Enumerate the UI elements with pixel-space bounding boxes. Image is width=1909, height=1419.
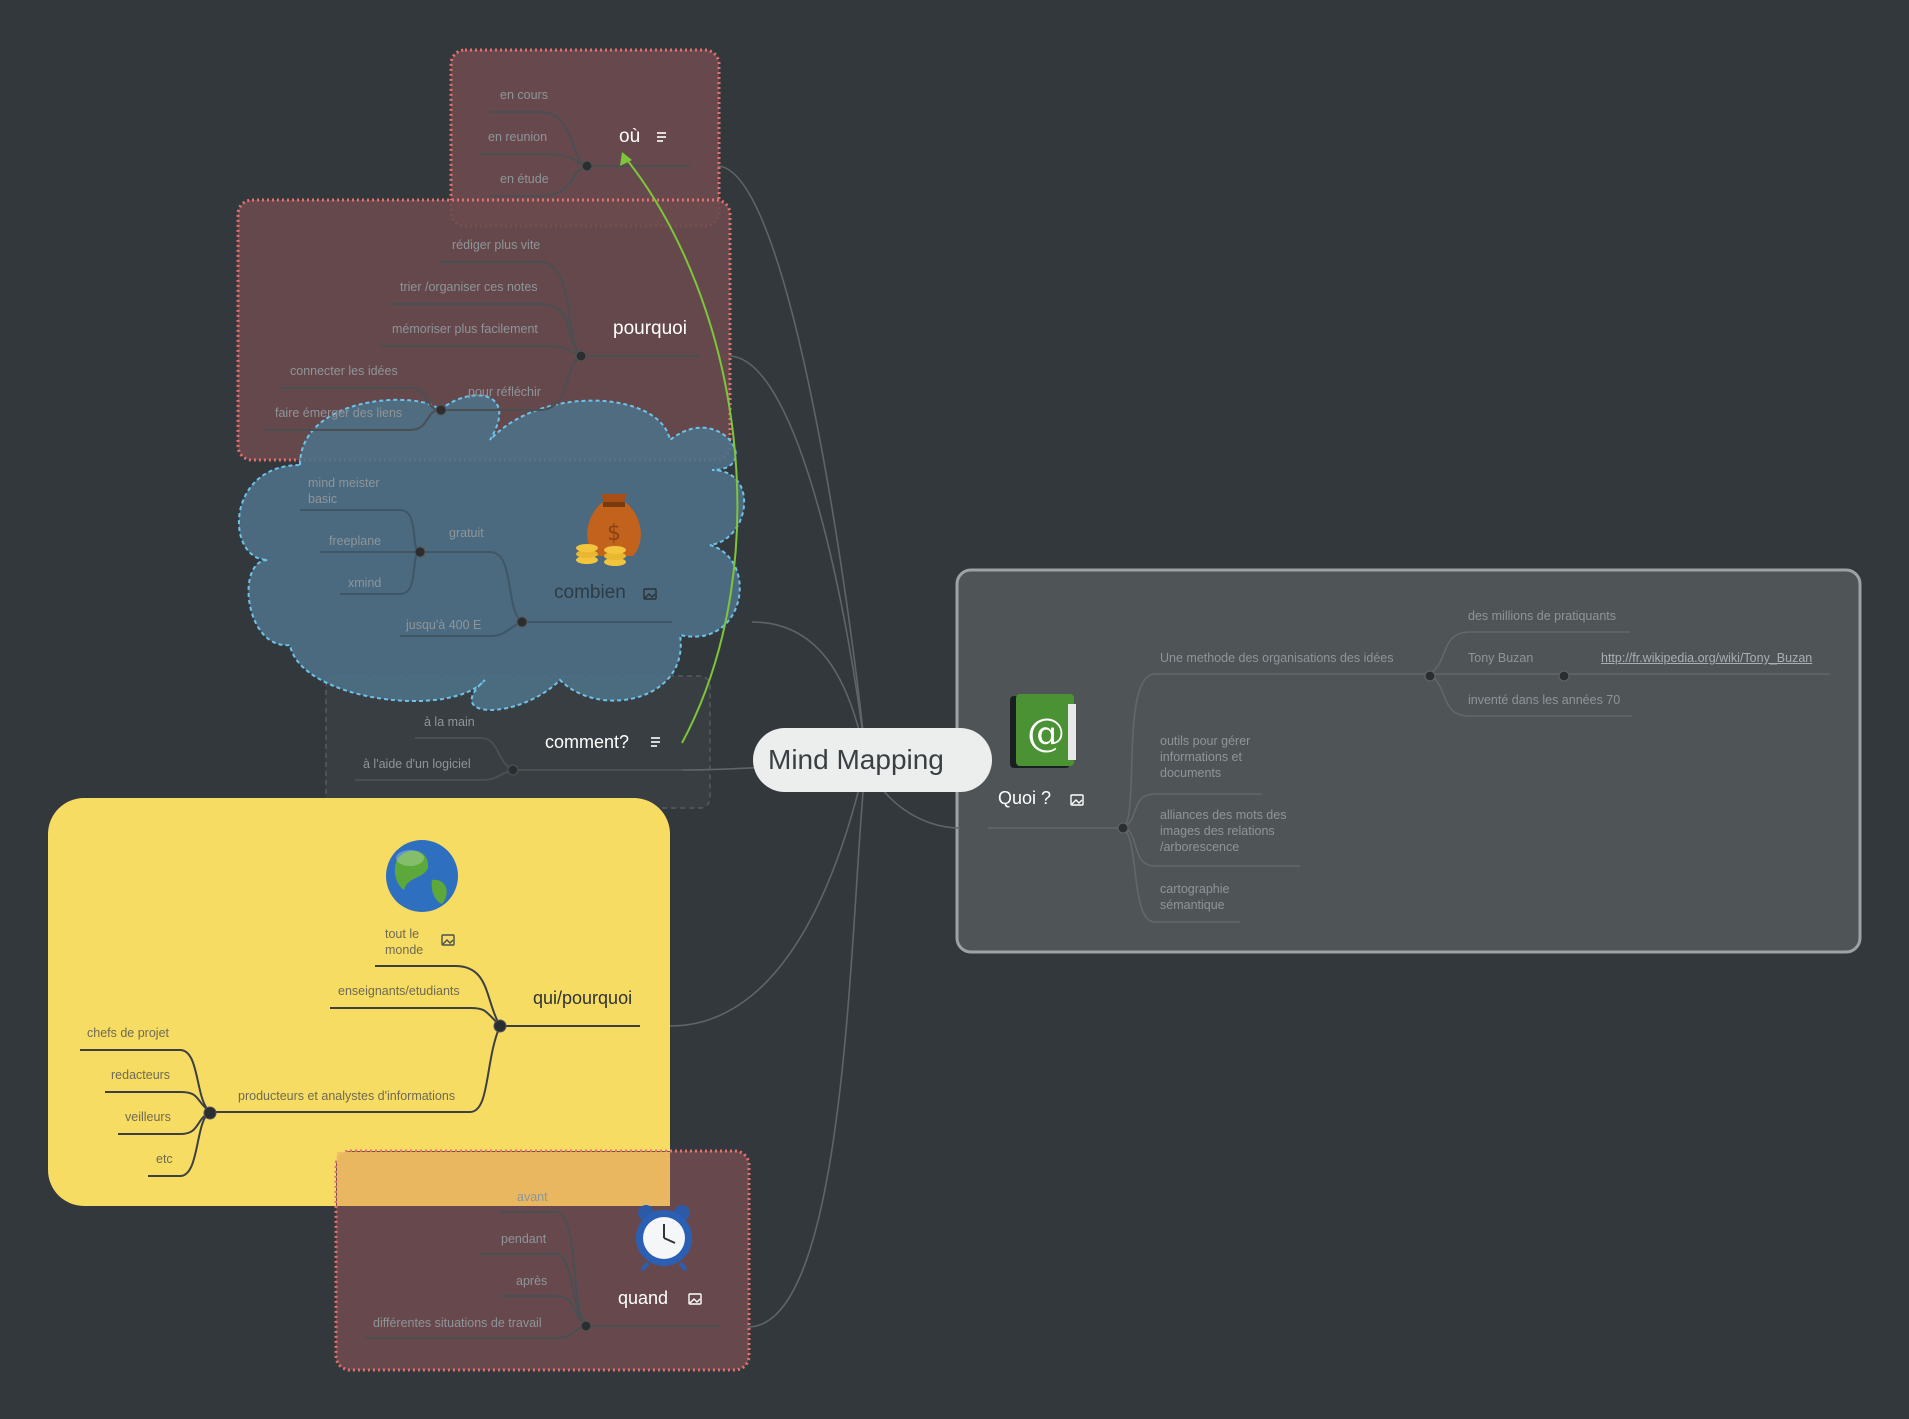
note-icon[interactable] bbox=[651, 737, 660, 747]
topic-alliances[interactable]: alliances des mots des images des relati… bbox=[1160, 808, 1287, 854]
topic-faire-emerger[interactable]: faire émerger des liens bbox=[275, 406, 403, 420]
topic-ou[interactable]: où bbox=[619, 126, 641, 147]
topic-producteurs[interactable]: producteurs et analystes d'informations bbox=[238, 1089, 456, 1103]
topic-etc[interactable]: etc bbox=[156, 1152, 173, 1166]
topic-pourquoi[interactable]: pourquoi bbox=[613, 318, 687, 339]
topic-en-etude[interactable]: en étude bbox=[500, 172, 549, 186]
topic-connecter[interactable]: connecter les idées bbox=[290, 364, 398, 378]
topic-rediger[interactable]: rédiger plus vite bbox=[452, 238, 541, 252]
topic-tout-le-monde[interactable]: tout le monde bbox=[385, 927, 424, 957]
address-book-icon: @ bbox=[1010, 694, 1076, 768]
topic-quand[interactable]: quand bbox=[618, 1288, 669, 1308]
topic-gratuit[interactable]: gratuit bbox=[449, 526, 484, 540]
topic-qui-pourquoi[interactable]: qui/pourquoi bbox=[533, 988, 633, 1008]
topic-combien[interactable]: combien bbox=[554, 582, 626, 603]
alarm-clock-icon bbox=[636, 1205, 692, 1272]
topic-mind-meister[interactable]: mind meister basic bbox=[308, 476, 380, 506]
topic-memoriser[interactable]: mémoriser plus facilement bbox=[392, 322, 538, 336]
topic-invente[interactable]: inventé dans les années 70 bbox=[1468, 693, 1621, 707]
topic-wikipedia-link[interactable]: http://fr.wikipedia.org/wiki/Tony_Buzan bbox=[1601, 651, 1813, 665]
image-icon[interactable] bbox=[441, 934, 455, 946]
topic-comment[interactable]: comment? bbox=[545, 732, 630, 752]
svg-text:@: @ bbox=[1027, 711, 1065, 755]
central-topic[interactable]: Mind Mapping bbox=[753, 728, 992, 792]
topic-methode[interactable]: Une methode des organisations des idées bbox=[1160, 651, 1394, 665]
topic-tony-buzan[interactable]: Tony Buzan bbox=[1468, 651, 1534, 665]
topic-pour-reflechir[interactable]: pour réfléchir bbox=[468, 385, 541, 399]
topic-en-cours[interactable]: en cours bbox=[500, 88, 548, 102]
overlap-quand-qui bbox=[337, 1152, 670, 1206]
topic-apres[interactable]: après bbox=[516, 1274, 548, 1288]
image-icon[interactable] bbox=[643, 588, 657, 600]
topic-cartographie[interactable]: cartographie sémantique bbox=[1160, 882, 1230, 912]
globe-icon bbox=[386, 840, 458, 912]
topic-a-la-main[interactable]: à la main bbox=[424, 715, 475, 729]
topic-xmind[interactable]: xmind bbox=[348, 576, 382, 590]
topic-en-reunion[interactable]: en reunion bbox=[488, 130, 548, 144]
topic-chefs-de-projet[interactable]: chefs de projet bbox=[87, 1026, 169, 1040]
note-icon[interactable] bbox=[657, 132, 666, 142]
topic-jusqua-400[interactable]: jusqu'à 400 E bbox=[406, 618, 482, 632]
topic-trier[interactable]: trier /organiser ces notes bbox=[400, 280, 538, 294]
relationship-comment-to-ou[interactable] bbox=[620, 152, 739, 744]
topic-quoi[interactable]: Quoi ? bbox=[998, 788, 1052, 808]
image-icon[interactable] bbox=[1070, 794, 1084, 806]
topic-enseignants[interactable]: enseignants/etudiants bbox=[338, 984, 460, 998]
topic-pendant[interactable]: pendant bbox=[501, 1232, 547, 1246]
topic-outils[interactable]: outils pour gérer informations et docume… bbox=[1160, 734, 1251, 780]
image-icon[interactable] bbox=[688, 1293, 702, 1305]
branch-ou-lines bbox=[480, 111, 690, 197]
svg-text:$: $ bbox=[607, 521, 621, 546]
topic-veilleurs[interactable]: veilleurs bbox=[125, 1110, 171, 1124]
boundary-quoi[interactable] bbox=[955, 568, 1862, 954]
topic-redacteurs[interactable]: redacteurs bbox=[111, 1068, 171, 1082]
topic-freeplane[interactable]: freeplane bbox=[329, 534, 382, 548]
topic-millions[interactable]: des millions de pratiquants bbox=[1468, 609, 1616, 623]
money-bag-icon: $ bbox=[576, 494, 641, 566]
central-topic-label: Mind Mapping bbox=[768, 744, 944, 775]
topic-avant[interactable]: avant bbox=[517, 1190, 548, 1204]
topic-situations[interactable]: différentes situations de travail bbox=[373, 1316, 542, 1330]
topic-logiciel[interactable]: à l'aide d'un logiciel bbox=[363, 757, 471, 771]
